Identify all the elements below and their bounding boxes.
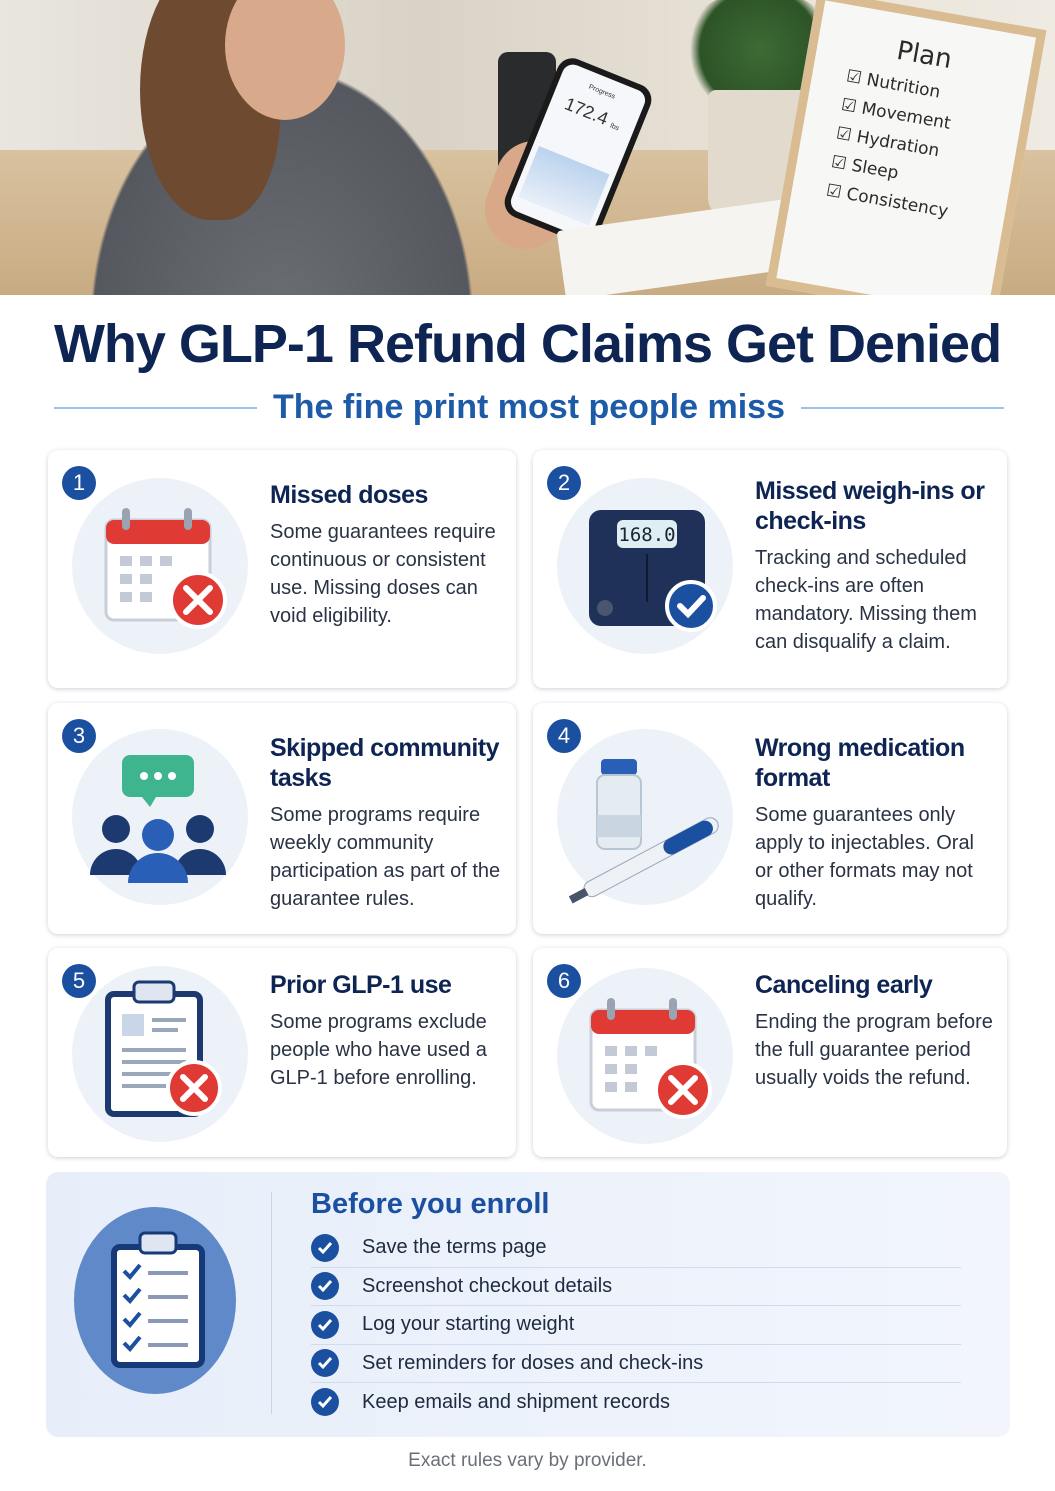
checklist-item-label: Screenshot checkout details: [362, 1274, 613, 1297]
card-text: Some programs require weekly community p…: [270, 804, 501, 910]
card-title: Missed weigh-ins or check-ins: [755, 477, 985, 535]
face: [225, 0, 345, 120]
checklist-item-label: Keep emails and shipment records: [362, 1390, 670, 1413]
check-circle-icon: [311, 1272, 339, 1301]
phone-graph: [518, 146, 610, 226]
card-title: Skipped community tasks: [270, 734, 500, 792]
subtitle-row: The fine print most people miss: [54, 388, 1004, 427]
number-badge: 5: [62, 964, 96, 998]
check-circle-icon: [311, 1349, 339, 1378]
clipboard-x-icon: [72, 966, 248, 1142]
number-badge: 6: [547, 964, 581, 998]
hero-photo: Progress 172.4 lbs Plan ☑ Nutrition ☑ Mo…: [0, 0, 1055, 295]
divider: [800, 406, 1004, 409]
check-circle-icon: [311, 1388, 339, 1417]
card-title: Prior GLP-1 use: [270, 971, 452, 999]
calendar-x-icon: [557, 968, 733, 1144]
card-title: Canceling early: [755, 971, 933, 999]
number-badge: 3: [62, 719, 96, 753]
phone-weight: 172.4: [561, 93, 612, 130]
checklist-item: Log your starting weight: [311, 1306, 961, 1345]
check-circle-icon: [311, 1233, 339, 1262]
card-title: Wrong medication format: [755, 734, 965, 792]
number-badge: 1: [62, 466, 96, 500]
card-text: Tracking and scheduled check-ins are oft…: [755, 547, 977, 653]
page-title-text: Why GLP-1 Refund Claims Get Denied: [53, 314, 1002, 374]
checklist-item: Save the terms page: [311, 1229, 961, 1268]
checklist-item-label: Set reminders for doses and check-ins: [362, 1351, 704, 1374]
card-text: Some guarantees only apply to injectable…: [755, 804, 975, 910]
calendar-x-icon: [72, 478, 248, 654]
checklist-item: Screenshot checkout details: [311, 1268, 961, 1306]
checklist-item: Set reminders for doses and check-ins: [311, 1345, 961, 1383]
footer-note: Exact rules vary by provider.: [408, 1450, 647, 1471]
checklist-title: Before you enroll: [311, 1188, 550, 1220]
scale-check-icon: 168.0: [557, 478, 733, 654]
checklist-item-label: Log your starting weight: [362, 1313, 575, 1336]
card-text: Some programs exclude people who have us…: [270, 1011, 487, 1089]
card-text: Ending the program before the full guara…: [755, 1011, 993, 1089]
page-title: Why GLP-1 Refund Claims Get Denied: [0, 312, 1055, 376]
subtitle: The fine print most people miss: [273, 388, 785, 426]
check-circle-icon: [311, 1310, 339, 1339]
divider: [54, 406, 258, 409]
community-chat-icon: [72, 729, 248, 905]
svg-text:168.0: 168.0: [618, 524, 675, 546]
card-title: Missed doses: [270, 481, 428, 509]
vial-pen-icon: [557, 729, 733, 905]
checklist-item-label: Save the terms page: [362, 1236, 547, 1259]
phone-unit: lbs: [609, 122, 620, 133]
card-text: Some guarantees require continuous or co…: [270, 521, 496, 627]
checklist-item: Keep emails and shipment records: [311, 1383, 961, 1422]
clipboard-checklist-icon: [74, 1207, 236, 1394]
plan-board: Plan ☑ Nutrition ☑ Movement ☑ Hydration …: [765, 0, 1047, 295]
divider: [271, 1192, 272, 1414]
number-badge: 2: [547, 466, 581, 500]
number-badge: 4: [547, 719, 581, 753]
